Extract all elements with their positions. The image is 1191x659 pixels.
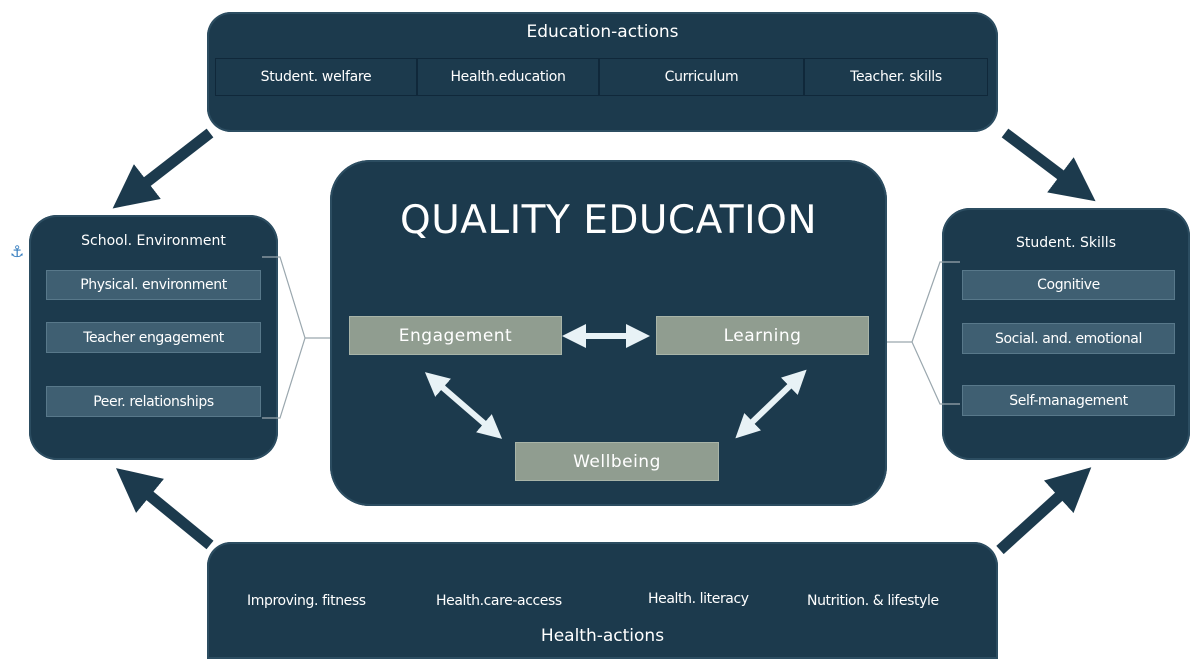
pill-teacher-engagement: Teacher engagement [46, 322, 261, 353]
left-bracket [262, 256, 330, 419]
school-environment-title: School. Environment [81, 233, 226, 249]
item-nutrition-lifestyle: Nutrition. & lifestyle [807, 593, 939, 609]
cell-teacher-skills: Teacher. skills [804, 58, 988, 96]
arrow-top-to-right [1001, 128, 1096, 202]
health-actions-box: Improving. fitness Health.care-access He… [207, 542, 998, 659]
pill-physical-environment: Physical. environment [46, 270, 261, 300]
student-skills-box: Student. Skills Cognitive Social. and. e… [942, 208, 1190, 460]
item-health-literacy: Health. literacy [648, 591, 749, 607]
quality-education-box: QUALITY EDUCATION Engagement Learning We… [330, 160, 887, 506]
cell-student-welfare: Student. welfare [215, 58, 417, 96]
quality-education-title: QUALITY EDUCATION [400, 198, 817, 243]
learning-box: Learning [656, 316, 869, 355]
pill-cognitive: Cognitive [962, 270, 1175, 300]
arrow-bottom-to-left [115, 468, 214, 550]
item-health-care-access: Health.care-access [436, 593, 562, 609]
arrow-learning-wellbeing [735, 369, 807, 439]
cell-health-education: Health.education [417, 58, 599, 96]
arrow-engagement-wellbeing [424, 372, 503, 439]
arrow-bottom-to-right [996, 467, 1092, 555]
education-actions-box: Education-actions Student. welfare Healt… [207, 12, 998, 132]
item-improving-fitness: Improving. fitness [247, 593, 366, 609]
arrow-top-to-left [112, 128, 214, 209]
right-bracket [887, 261, 960, 405]
anchor-icon: ⚓ [10, 242, 25, 261]
health-actions-title: Health-actions [540, 626, 665, 646]
engagement-box: Engagement [349, 316, 562, 355]
pill-peer-relationships: Peer. relationships [46, 386, 261, 417]
wellbeing-box: Wellbeing [515, 442, 719, 481]
school-environment-box: School. Environment Physical. environmen… [29, 215, 278, 460]
student-skills-title: Student. Skills [1016, 235, 1116, 251]
pill-self-management: Self-management [962, 385, 1175, 416]
education-actions-title: Education-actions [526, 22, 679, 42]
pill-social-emotional: Social. and. emotional [962, 323, 1175, 354]
cell-curriculum: Curriculum [599, 58, 804, 96]
